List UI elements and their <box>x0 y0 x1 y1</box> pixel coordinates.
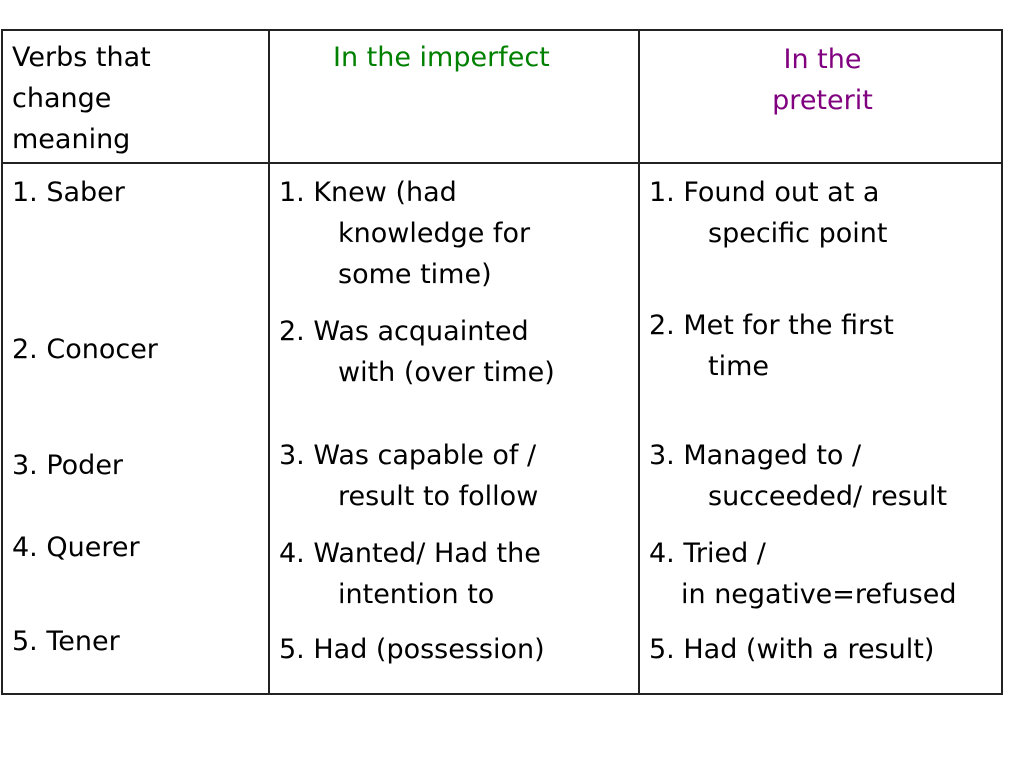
preterit-conocer: 2. Met for the first time <box>649 305 894 387</box>
imperfect-line: with (over time) <box>338 357 555 388</box>
column-divider-2 <box>638 31 640 693</box>
verb-querer: 4. Querer <box>12 532 140 563</box>
preterit-line: specific point <box>708 218 888 249</box>
verb-poder: 3. Poder <box>12 450 124 481</box>
header-line: Verbs that <box>12 42 151 73</box>
imperfect-saber: 1. Knew (had knowledge for some time) <box>279 172 530 295</box>
preterit-line: succeeded/ result <box>708 481 948 512</box>
verb-conocer: 2. Conocer <box>12 334 158 365</box>
header-line: In the imperfect <box>333 42 550 73</box>
imperfect-line: 3. Was capable of / <box>279 440 537 471</box>
verb-saber: 1. Saber <box>12 177 125 208</box>
header-in-the-preterit: In the preterit <box>640 39 1005 121</box>
preterit-line: in negative=refused <box>681 579 957 610</box>
header-verbs-that-change-meaning: Verbs that change meaning <box>12 37 151 160</box>
preterit-line: 1. Found out at a <box>649 177 880 208</box>
column-divider-1 <box>268 31 270 693</box>
preterit-saber: 1. Found out at a specific point <box>649 172 887 254</box>
imperfect-querer: 4. Wanted/ Had the intention to <box>279 533 541 615</box>
preterit-poder: 3. Managed to / succeeded/ result <box>649 435 947 517</box>
preterit-line: time <box>708 351 770 382</box>
imperfect-line: 2. Was acquainted <box>279 316 529 347</box>
imperfect-line: 1. Knew (had <box>279 177 457 208</box>
imperfect-poder: 3. Was capable of / result to follow <box>279 435 538 517</box>
header-line: meaning <box>12 124 131 155</box>
preterit-querer: 4. Tried / in negative=refused <box>649 533 956 615</box>
preterit-line: 3. Managed to / <box>649 440 862 471</box>
preterit-line: 5. Had (with a result) <box>649 634 935 665</box>
verbs-meaning-table: Verbs that change meaning In the imperfe… <box>1 29 1003 695</box>
preterit-tener: 5. Had (with a result) <box>649 629 934 670</box>
header-line: preterit <box>772 85 873 116</box>
imperfect-line: knowledge for <box>338 218 531 249</box>
header-line: In the <box>783 44 862 75</box>
header-divider <box>3 162 1001 164</box>
header-line: change <box>12 83 112 114</box>
header-in-the-imperfect: In the imperfect <box>333 37 550 78</box>
imperfect-line: intention to <box>338 579 495 610</box>
verb-tener: 5. Tener <box>12 626 120 657</box>
imperfect-line: some time) <box>338 259 492 290</box>
imperfect-conocer: 2. Was acquainted with (over time) <box>279 311 555 393</box>
imperfect-tener: 5. Had (possession) <box>279 629 545 670</box>
preterit-line: 4. Tried / <box>649 538 766 569</box>
imperfect-line: 4. Wanted/ Had the <box>279 538 541 569</box>
preterit-line: 2. Met for the first <box>649 310 894 341</box>
imperfect-line: 5. Had (possession) <box>279 634 545 665</box>
imperfect-line: result to follow <box>338 481 539 512</box>
